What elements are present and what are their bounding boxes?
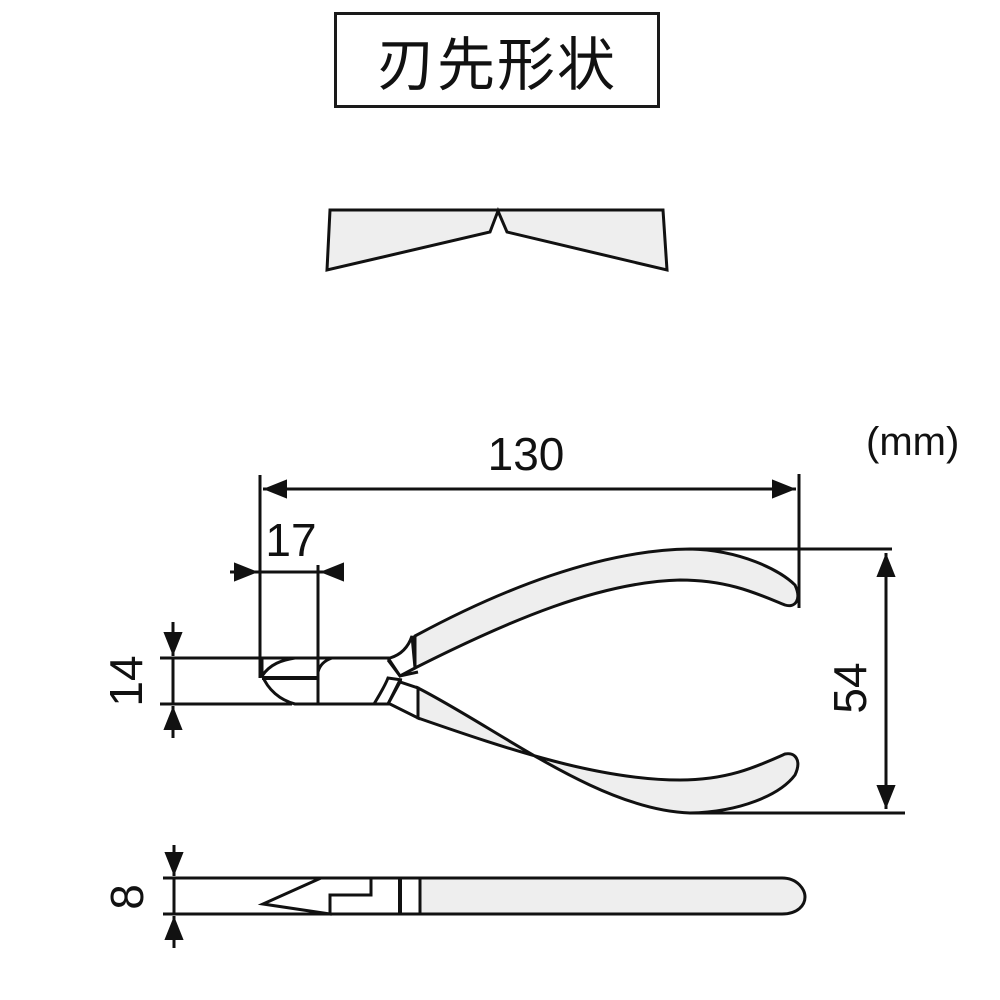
dim-14-label: 14 <box>100 655 152 706</box>
plier-side-view <box>257 876 807 916</box>
title-text: 刃先形状 <box>376 31 617 99</box>
dim-130-label: 130 <box>488 428 565 480</box>
dim-overall-length: 130 <box>258 428 801 678</box>
blade-profile-shape <box>325 207 669 272</box>
unit-label: (mm) <box>866 420 960 464</box>
dim-54-label: 54 <box>824 662 876 713</box>
dim-8-label: 8 <box>101 884 153 910</box>
dim-head-width: 14 <box>100 622 292 738</box>
dim-thickness: 8 <box>101 845 330 948</box>
plier-top-view <box>260 547 800 815</box>
dim-handle-spread: 54 <box>690 547 905 815</box>
dim-17-label: 17 <box>265 514 316 566</box>
title-box: 刃先形状 <box>334 12 660 108</box>
dim-jaw-length: 17 <box>230 514 344 672</box>
